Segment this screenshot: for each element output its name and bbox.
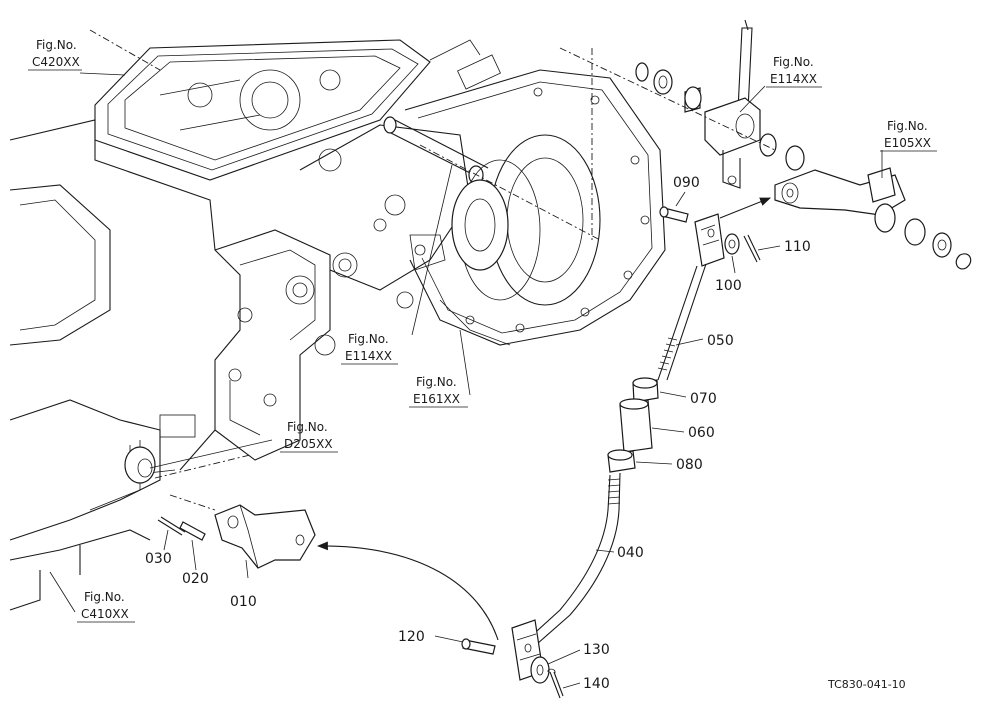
part-040-label: 040 xyxy=(617,545,644,561)
fig-ref-e114-top: Fig.No. E114XX xyxy=(766,55,822,88)
part-100-label: 100 xyxy=(715,278,742,294)
fig-ref-e161: Fig.No. E161XX xyxy=(409,375,468,408)
fig-ref-line1: Fig.No. xyxy=(36,38,77,52)
part-130-label: 130 xyxy=(583,642,610,658)
fig-ref-line1: Fig.No. xyxy=(416,375,457,389)
leader-lines xyxy=(49,72,883,689)
fig-ref-line1: Fig.No. xyxy=(773,55,814,69)
part-010-label: 010 xyxy=(230,594,257,610)
fig-ref-line1: Fig.No. xyxy=(887,119,928,133)
fig-ref-code: C410XX xyxy=(81,607,129,621)
part-060-label: 060 xyxy=(688,425,715,441)
part-050-label: 050 xyxy=(707,333,734,349)
fig-ref-code: E161XX xyxy=(413,392,460,406)
part-labels: 010 020 030 040 050 060 070 080 090 100 … xyxy=(145,175,811,692)
fig-ref-line1: Fig.No. xyxy=(84,590,125,604)
part-110-label: 110 xyxy=(784,239,811,255)
fig-ref-code: C420XX xyxy=(32,55,80,69)
linkage-rod xyxy=(461,206,761,699)
fig-ref-line1: Fig.No. xyxy=(287,420,328,434)
part-030-label: 030 xyxy=(145,551,172,567)
fig-ref-code: E114XX xyxy=(770,72,817,86)
fig-ref-c410: Fig.No. C410XX xyxy=(77,590,135,623)
fig-ref-line1: Fig.No. xyxy=(348,332,389,346)
fig-ref-c420: Fig.No. C420XX xyxy=(28,38,82,71)
drawing-code: TC830-041-10 xyxy=(827,678,906,691)
lever-group xyxy=(157,504,499,641)
center-lines xyxy=(89,29,776,511)
part-120-label: 120 xyxy=(398,629,425,645)
fig-ref-code: D205XX xyxy=(284,437,333,451)
fig-ref-e114-mid: Fig.No. E114XX xyxy=(341,332,398,365)
fig-ref-code: E105XX xyxy=(884,136,931,150)
part-090-label: 090 xyxy=(673,175,700,191)
fig-ref-d205: Fig.No. D205XX xyxy=(280,420,338,453)
fig-ref-e105: Fig.No. E105XX xyxy=(880,119,937,152)
part-070-label: 070 xyxy=(690,391,717,407)
transmission-housing xyxy=(9,39,666,611)
upper-shaft-group xyxy=(635,19,972,270)
part-140-label: 140 xyxy=(583,676,610,692)
part-020-label: 020 xyxy=(182,571,209,587)
part-080-label: 080 xyxy=(676,457,703,473)
fig-ref-code: E114XX xyxy=(345,349,392,363)
